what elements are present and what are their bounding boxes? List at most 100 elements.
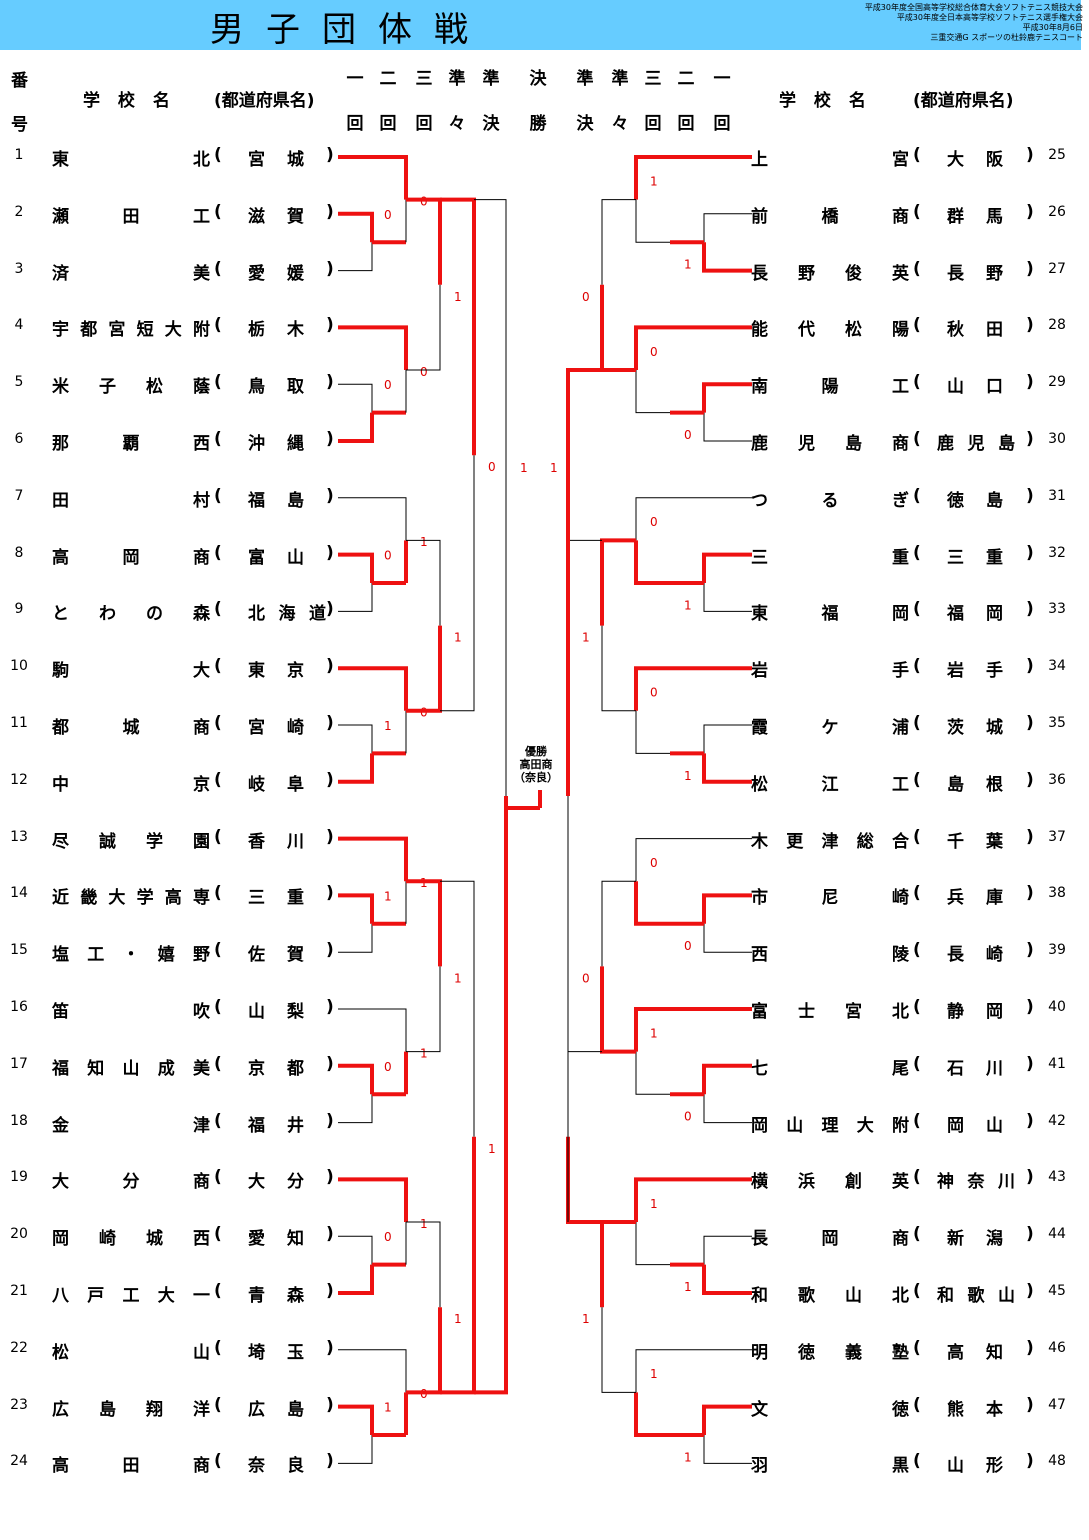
bracket-line <box>406 1307 442 1395</box>
team-school: 前橋商 <box>751 206 909 227</box>
round-header-right-bottom: 決 <box>576 114 594 134</box>
paren-close: ) <box>326 599 334 620</box>
team-number: 26 <box>1048 203 1066 220</box>
team-prefecture: 青森 <box>248 1286 304 1306</box>
paren-open: ( <box>913 429 921 449</box>
paren-close: ) <box>326 201 334 222</box>
paren-close: ) <box>326 1053 334 1074</box>
team-school: 文徳 <box>751 1399 909 1420</box>
paren-close: ) <box>1026 315 1034 336</box>
bracket-line <box>702 1264 752 1295</box>
match-score: 1 <box>684 258 692 272</box>
team-number: 2 <box>14 203 24 220</box>
team-school: つるぎ <box>751 490 909 511</box>
bracket-line <box>338 1177 408 1222</box>
round-header-left-top: 決 <box>529 69 547 89</box>
paren-open: ( <box>214 599 222 620</box>
paren-open: ( <box>214 769 222 790</box>
team-number: 34 <box>1048 658 1066 675</box>
team-number: 4 <box>14 317 24 334</box>
team-number: 31 <box>1048 487 1066 504</box>
bracket-line <box>601 880 636 967</box>
team-school: 松江工 <box>751 774 909 795</box>
team-school: 鹿児島商 <box>751 434 909 454</box>
match-score: 0 <box>384 378 392 392</box>
paren-open: ( <box>214 1053 222 1074</box>
team-number: 9 <box>14 601 24 618</box>
paren-close: ) <box>1026 713 1034 733</box>
round-header-right-bottom: 々 <box>611 114 629 134</box>
paren-open: ( <box>913 315 921 336</box>
champion-pref: （奈良） <box>514 771 558 784</box>
paren-close: ) <box>1026 542 1034 563</box>
paren-close: ) <box>326 713 334 733</box>
match-score: 0 <box>488 460 496 474</box>
team-school: 高岡商 <box>52 547 210 568</box>
team-school: 横浜創英 <box>751 1172 909 1193</box>
team-school: 宇都宮短大附 <box>52 320 210 341</box>
bracket-line <box>703 724 752 754</box>
bracket-line <box>338 1264 374 1295</box>
bracket-line <box>338 583 373 612</box>
paren-close: ) <box>1026 1053 1034 1074</box>
round-header-left-top: 準 <box>448 69 466 89</box>
team-prefecture: 福島 <box>248 490 304 511</box>
paren-open: ( <box>913 1167 921 1188</box>
team-school: 塩工・嬉野 <box>52 945 210 966</box>
team-number: 47 <box>1048 1396 1066 1413</box>
team-prefecture: 宮城 <box>248 150 304 170</box>
match-score: 0 <box>650 345 658 359</box>
round-header-right-bottom: 回 <box>677 114 695 134</box>
team-prefecture: 香川 <box>248 831 304 852</box>
paren-close: ) <box>1026 485 1034 506</box>
round-header-right-top: 一 <box>713 69 731 89</box>
match-score: 1 <box>384 889 392 903</box>
paren-close: ) <box>1026 1394 1034 1415</box>
team-school: 明徳義塾 <box>751 1342 909 1363</box>
bracket-line <box>635 1051 670 1095</box>
team-prefecture: 滋賀 <box>248 206 304 227</box>
team-school: 田村 <box>52 490 210 511</box>
match-score: 1 <box>454 971 462 985</box>
bracket-line <box>338 1435 373 1464</box>
bracket-line <box>634 666 752 711</box>
team-number: 7 <box>14 487 24 504</box>
team-number: 11 <box>10 715 28 731</box>
event-info-line: 平成30年度全国高等学校総合体育大会ソフトテニス競技大会 <box>864 3 1083 12</box>
bracket-line <box>702 552 752 583</box>
team-school: 瀬田工 <box>52 206 210 227</box>
paren-close: ) <box>326 1110 334 1131</box>
bracket-line <box>338 242 373 272</box>
team-number: 29 <box>1048 374 1066 391</box>
bracket-line <box>406 966 441 1053</box>
bracket-line <box>702 242 752 273</box>
paren-close: ) <box>326 940 334 961</box>
team-school: 松山 <box>52 1342 210 1363</box>
paren-open: ( <box>913 769 921 790</box>
team-prefecture: 長崎 <box>947 945 1003 966</box>
team-number: 13 <box>10 828 28 845</box>
team-school: 笛吹 <box>52 1002 210 1022</box>
team-number: 32 <box>1048 544 1066 561</box>
match-score: 1 <box>384 719 392 733</box>
team-prefecture: 愛知 <box>248 1229 304 1250</box>
team-number: 37 <box>1048 828 1066 845</box>
team-prefecture: 岩手 <box>947 661 1003 682</box>
team-prefecture: 熊本 <box>947 1399 1003 1420</box>
team-prefecture: 三重 <box>248 888 304 909</box>
paren-open: ( <box>913 940 921 961</box>
round-header-left-bottom: 回 <box>415 114 433 134</box>
paren-close: ) <box>326 883 334 904</box>
bracket-line <box>338 836 408 882</box>
paren-close: ) <box>326 485 334 506</box>
bracket-line <box>566 1136 602 1224</box>
team-number: 40 <box>1048 999 1066 1015</box>
paren-open: ( <box>214 1394 222 1415</box>
bracket-line <box>567 1051 602 1137</box>
paren-close: ) <box>1026 940 1034 961</box>
team-school: 富士宮北 <box>751 1002 909 1022</box>
bracket-line <box>703 1435 752 1464</box>
team-prefecture: 長野 <box>947 263 1003 284</box>
team-prefecture: 静岡 <box>947 1002 1003 1022</box>
team-number: 3 <box>14 260 24 277</box>
